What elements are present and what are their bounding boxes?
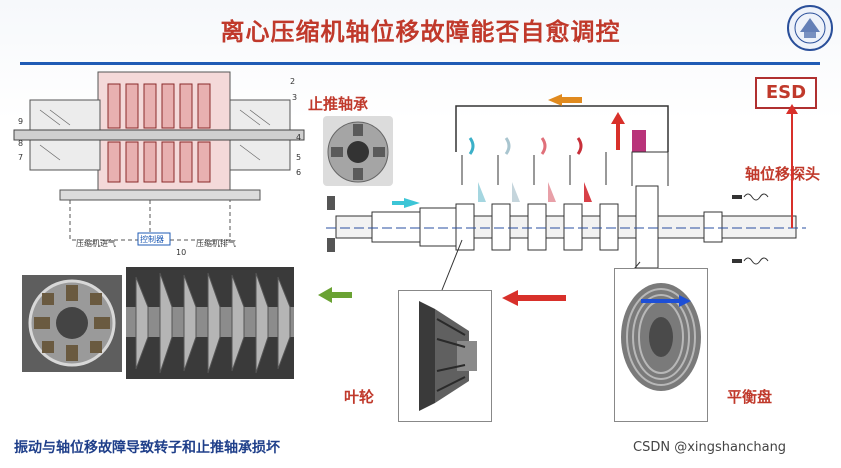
university-logo <box>787 5 833 51</box>
svg-text:8: 8 <box>18 139 23 148</box>
flow-arrow-cyan <box>392 198 420 208</box>
svg-text:3: 3 <box>292 93 297 102</box>
svg-text:2: 2 <box>290 77 295 86</box>
damaged-rotor-photo <box>126 267 294 379</box>
esd-box: ESD <box>755 77 817 109</box>
svg-text:5: 5 <box>296 153 301 162</box>
axial-probe-label: 轴位移探头 <box>745 165 821 183</box>
balance-disk-photo <box>614 268 708 422</box>
svg-text:7: 7 <box>18 153 23 162</box>
title-divider <box>20 62 820 65</box>
svg-text:4: 4 <box>296 133 301 142</box>
thrust-bearing-label: 止推轴承 <box>308 95 369 113</box>
impeller-photo <box>398 290 492 422</box>
flow-arrow-orange <box>548 94 582 106</box>
outlet-gas-label: 压缩机排气 <box>196 239 236 248</box>
svg-text:9: 9 <box>18 117 23 126</box>
part-number-label: 10 <box>176 248 187 257</box>
svg-text:6: 6 <box>296 168 301 177</box>
page-title: 离心压缩机轴位移故障能否自愈调控 <box>220 18 621 46</box>
control-valve-label: 控制器 <box>140 235 164 244</box>
inlet-gas-label: 压缩机进气 <box>76 239 116 248</box>
figure-caption: 振动与轴位移故障导致转子和止推轴承损坏 <box>14 440 280 456</box>
watermark: CSDN @xingshanchang <box>633 440 787 455</box>
impeller-label: 叶轮 <box>344 388 375 406</box>
balance-disk-label: 平衡盘 <box>727 388 773 406</box>
red-up-arrow <box>611 112 625 150</box>
flow-arrow-green <box>318 287 352 303</box>
actuator-block <box>632 130 646 152</box>
damaged-bearing-photo <box>22 275 122 372</box>
flow-arrow-red <box>502 290 566 306</box>
thrust-bearing-image <box>323 116 393 186</box>
